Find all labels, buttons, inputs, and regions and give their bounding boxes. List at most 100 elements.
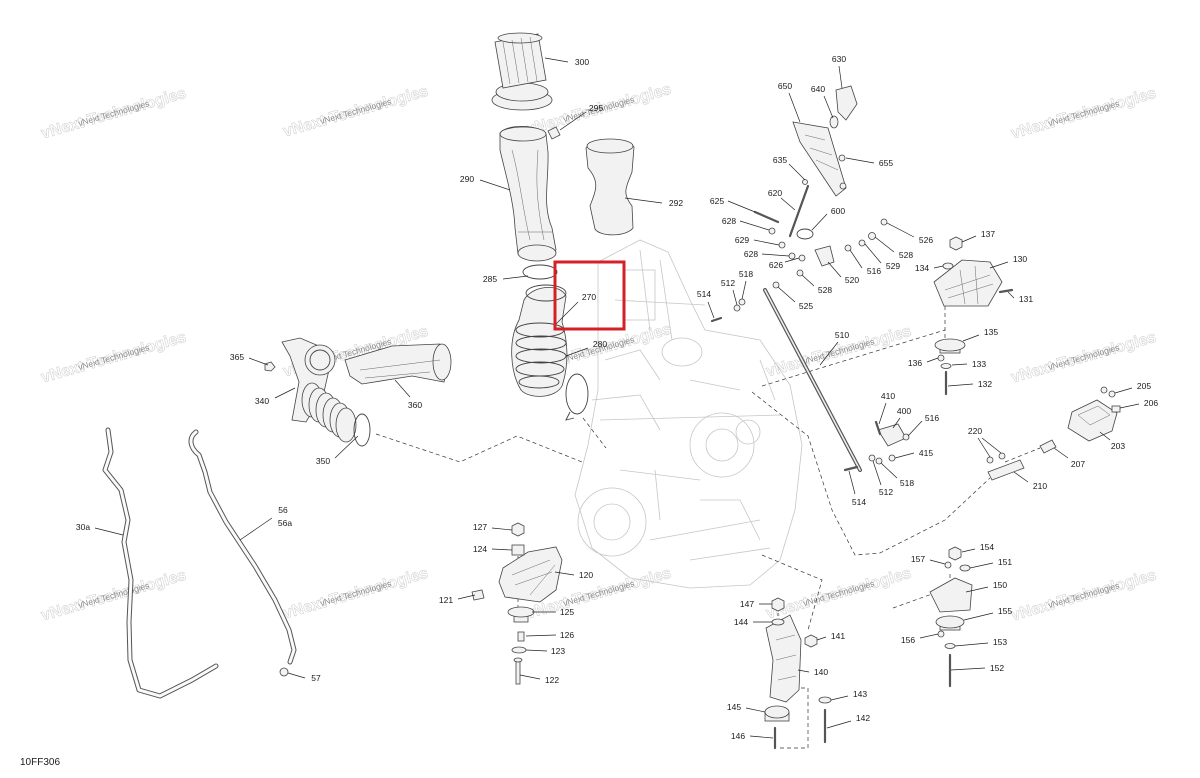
callout-126: 126 <box>560 630 574 640</box>
part-295-pin <box>547 126 561 140</box>
part-126-spacer <box>517 631 525 642</box>
part-56-hose <box>188 429 297 665</box>
leader-lines <box>94 57 1140 739</box>
callout-528-a: 528 <box>899 250 913 260</box>
part-292-intake-duct <box>585 138 635 236</box>
callout-135: 135 <box>984 327 998 337</box>
callout-400: 400 <box>897 406 911 416</box>
callout-514-b: 514 <box>852 497 866 507</box>
part-600-clip <box>796 228 814 240</box>
part-625-bolt <box>753 210 780 224</box>
part-150-mount-bracket <box>929 577 973 613</box>
part-157-spacer <box>944 561 952 569</box>
callout-123: 123 <box>551 646 565 656</box>
linkage-small-parts <box>710 218 888 323</box>
part-400-lever <box>843 420 910 472</box>
callout-122: 122 <box>545 675 559 685</box>
callout-30a: 30a <box>76 522 90 532</box>
callout-350: 350 <box>316 456 330 466</box>
callout-120: 120 <box>579 570 593 580</box>
part-151-washer <box>959 564 971 572</box>
part-270-intake-boot <box>511 284 568 397</box>
part-285-ring <box>522 264 558 280</box>
callout-290: 290 <box>460 174 474 184</box>
callout-132: 132 <box>978 379 992 389</box>
callout-529: 529 <box>886 261 900 271</box>
callout-141: 141 <box>831 631 845 641</box>
part-130-mount-bracket <box>933 259 1003 307</box>
callout-153: 153 <box>993 637 1007 647</box>
part-154-nut <box>948 546 962 561</box>
callout-133: 133 <box>972 359 986 369</box>
callout-145: 145 <box>727 702 741 712</box>
callout-630: 630 <box>832 54 846 64</box>
part-127-nut <box>511 522 525 537</box>
part-57-clamp <box>279 667 289 677</box>
callout-340: 340 <box>255 396 269 406</box>
callout-152: 152 <box>990 663 1004 673</box>
part-206-connector <box>1111 405 1121 413</box>
part-300-air-intake <box>491 32 553 111</box>
part-133-washer <box>940 363 952 369</box>
callout-292: 292 <box>669 198 683 208</box>
part-205-screws <box>1100 386 1116 398</box>
callout-140: 140 <box>814 667 828 677</box>
callout-516-a: 516 <box>867 266 881 276</box>
part-360-duct <box>344 343 452 385</box>
callout-146: 146 <box>731 731 745 741</box>
callout-516-b: 516 <box>925 413 939 423</box>
callout-155: 155 <box>998 606 1012 616</box>
callout-137: 137 <box>981 229 995 239</box>
part-147-nut <box>771 597 785 612</box>
callout-410: 410 <box>881 391 895 401</box>
highlight-box-270 <box>553 260 626 331</box>
callout-125: 125 <box>560 607 574 617</box>
part-510-shift-rod <box>763 288 862 472</box>
callout-labels: 300 295 290 292 285 270 280 365 340 360 … <box>76 54 1158 741</box>
callout-270: 270 <box>582 292 596 302</box>
callout-512-a: 512 <box>721 278 735 288</box>
part-141-bolt <box>804 634 818 648</box>
callout-210: 210 <box>1033 481 1047 491</box>
callout-600: 600 <box>831 206 845 216</box>
callout-620: 620 <box>768 188 782 198</box>
callout-626: 626 <box>769 260 783 270</box>
callout-142: 142 <box>856 713 870 723</box>
callout-207: 207 <box>1071 459 1085 469</box>
part-635-nut <box>802 179 808 185</box>
part-30a-hose <box>102 427 219 699</box>
part-156-spacer <box>937 630 945 638</box>
callout-143: 143 <box>853 689 867 699</box>
callout-131: 131 <box>1019 294 1033 304</box>
callout-628-b: 628 <box>744 249 758 259</box>
part-350-clamp <box>353 413 371 447</box>
callout-56: 56 <box>278 505 288 515</box>
callout-625: 625 <box>710 196 724 206</box>
part-220-bolts <box>986 452 1006 464</box>
part-131-bolt <box>998 288 1014 294</box>
callout-220: 220 <box>968 426 982 436</box>
callout-136: 136 <box>908 358 922 368</box>
part-bellows <box>301 382 357 443</box>
callout-628-a: 628 <box>722 216 736 226</box>
part-207-connector <box>1039 439 1057 454</box>
part-120-mount-bracket <box>498 546 563 603</box>
callout-365: 365 <box>230 352 244 362</box>
callout-518-b: 518 <box>900 478 914 488</box>
callout-147: 147 <box>740 599 754 609</box>
part-140-mount-bracket <box>765 614 802 703</box>
callout-415: 415 <box>919 448 933 458</box>
part-136-spacer <box>937 354 945 362</box>
part-280-clamp <box>565 373 589 421</box>
callout-205: 205 <box>1137 381 1151 391</box>
callout-650: 650 <box>778 81 792 91</box>
part-210-bracket <box>987 459 1025 481</box>
callout-520: 520 <box>845 275 859 285</box>
